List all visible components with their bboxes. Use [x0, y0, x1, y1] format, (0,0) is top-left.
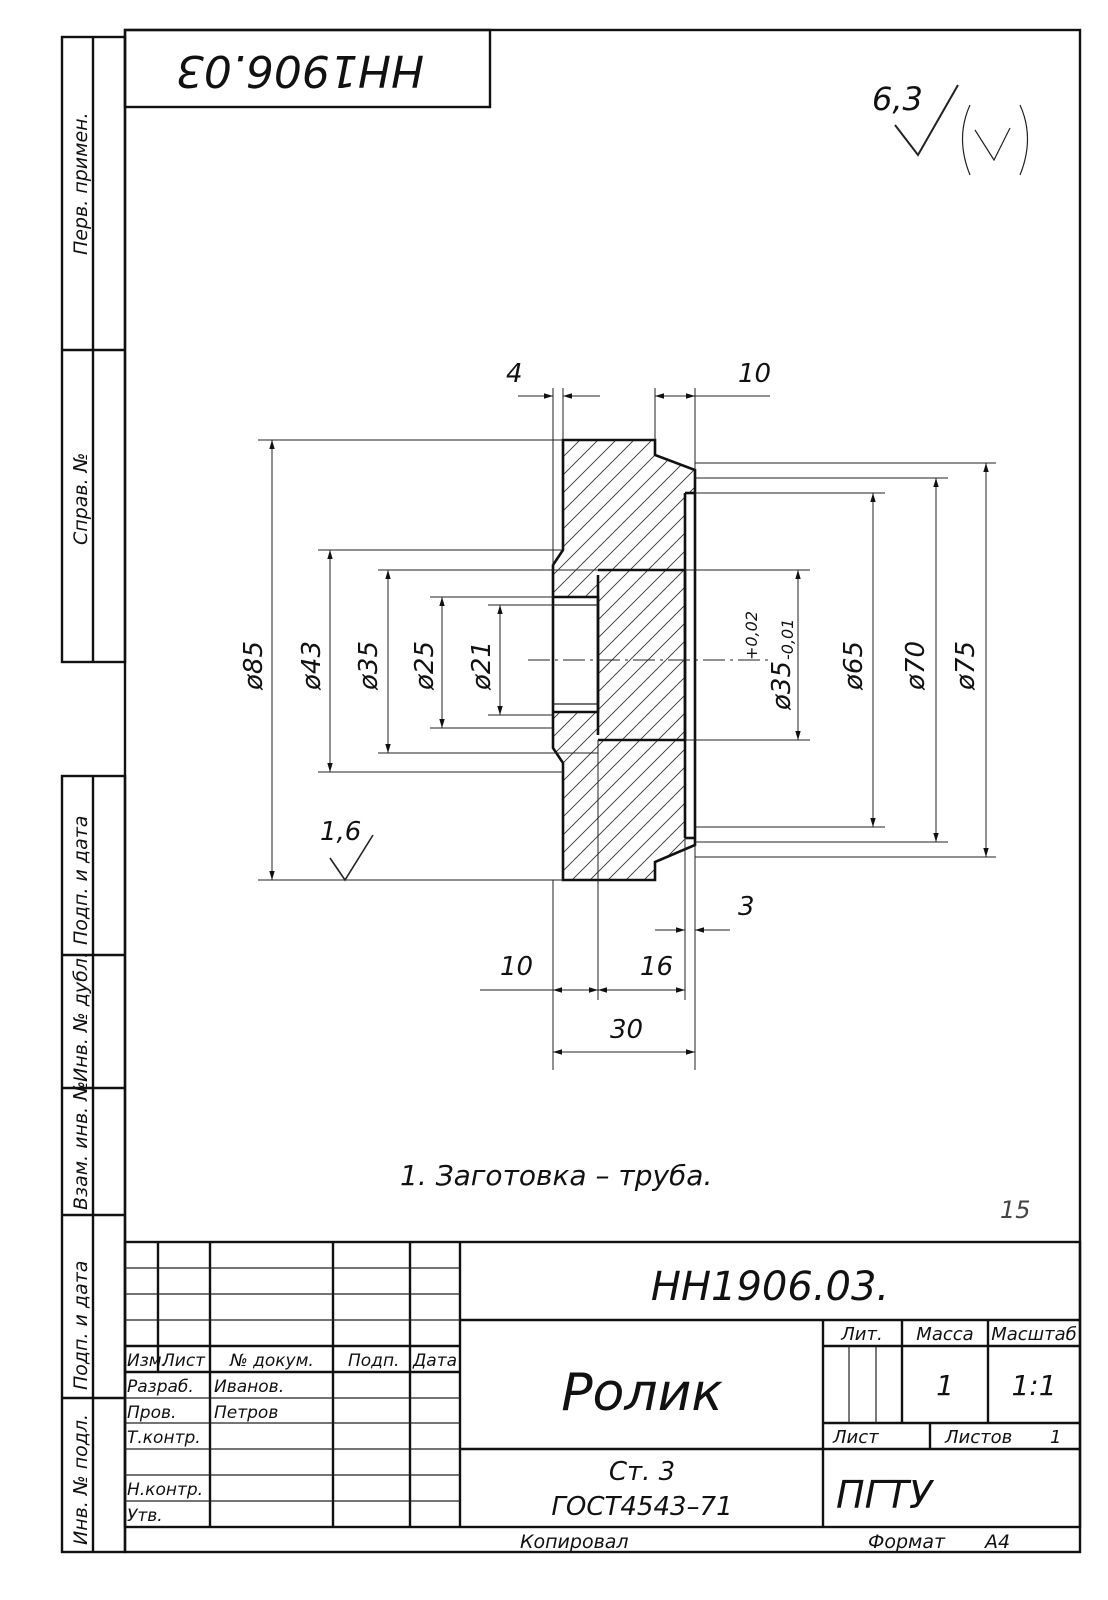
top-stamp-code: НН1906.03: [176, 45, 424, 96]
sheets-value: 1: [1050, 1427, 1061, 1448]
dim-len-16: 16: [640, 952, 673, 982]
mass-value: 1: [936, 1369, 954, 1402]
sheet-label: Лист: [832, 1427, 879, 1448]
check-icon: [974, 127, 1011, 162]
strip-label-podp-2: Подп. и дата: [70, 1261, 92, 1390]
dim-d43: ø43: [297, 641, 327, 691]
sheets-label: Листов: [944, 1427, 1012, 1448]
roughness-general-value: 6,3: [872, 80, 923, 118]
dim-d75: ø75: [951, 641, 981, 691]
scale-value: 1:1: [1011, 1369, 1056, 1402]
dim-d70: ø70: [901, 641, 931, 691]
roughness-surface-value: 1,6: [320, 817, 361, 847]
material-line1: Ст. 3: [609, 1457, 675, 1487]
dim-d35-tol: ø35: [767, 661, 797, 711]
title-block: Изм. Лист № докум. Подп. Дата Разраб. Ив…: [123, 1240, 1082, 1529]
left-diameter-dims: ø85 ø43 ø35 ø25 ø21: [239, 439, 598, 881]
strip-label-sprav: Справ. №: [70, 453, 92, 545]
strip-label-podp-1: Подп. и дата: [70, 816, 92, 945]
dim-len-3: 3: [738, 892, 755, 922]
strip-label-inv-dubl: Инв. № дубл.: [70, 952, 92, 1082]
dim-len-10-bottom: 10: [500, 952, 533, 982]
dim-d25: ø25: [410, 641, 440, 691]
role-name-1: Петров: [214, 1403, 278, 1423]
material-line2: ГОСТ4543–71: [551, 1492, 732, 1522]
organization: ПГТУ: [836, 1473, 935, 1517]
lit-label: Лит.: [840, 1324, 882, 1345]
role-name-0: Иванов.: [214, 1377, 284, 1397]
top-length-dims: 4 10: [506, 359, 771, 565]
dim-d35-tol-lower: -0,01: [778, 619, 797, 660]
strip-label-inv-podl: Инв. № подл.: [70, 1414, 92, 1545]
header-list: Лист: [161, 1351, 206, 1371]
footer-format-value: А4: [983, 1531, 1010, 1553]
header-doc-no: № докум.: [229, 1351, 314, 1371]
dim-d65: ø65: [839, 641, 869, 691]
strip-label-perv: Перв. примен.: [70, 112, 92, 255]
dim-len-10-top: 10: [738, 359, 771, 389]
dim-d21: ø21: [467, 641, 497, 691]
footer-format-label: Формат: [868, 1531, 946, 1553]
role-5: Утв.: [127, 1506, 163, 1526]
header-izm: Изм.: [127, 1351, 167, 1371]
role-4: Н.контр.: [127, 1480, 203, 1500]
strip-label-vzam: Взам. инв. №: [70, 1081, 92, 1210]
hatching: [553, 440, 695, 880]
scale-label: Масштаб: [991, 1324, 1077, 1345]
role-0: Разраб.: [127, 1377, 194, 1397]
technical-note: 1. Заготовка – труба.: [400, 1159, 712, 1192]
side-strip-top: Перв. примен. Справ. №: [60, 35, 127, 664]
dim-d35-tol-upper: +0,02: [742, 611, 761, 660]
handwritten-mark: 15: [1000, 1196, 1031, 1224]
header-sign: Подп.: [348, 1351, 399, 1371]
right-diameter-dims: ø35 +0,02 -0,01 ø65 ø70 ø75: [685, 462, 996, 858]
header-date: Дата: [412, 1351, 457, 1371]
dim-d85: ø85: [239, 641, 269, 691]
doc-code: НН1906.03.: [651, 1264, 889, 1310]
role-1: Пров.: [127, 1403, 176, 1423]
mass-label: Масса: [916, 1324, 973, 1345]
general-roughness: 6,3: [872, 80, 1029, 176]
surface-roughness: 1,6: [320, 817, 374, 882]
top-stamp: НН1906.03: [123, 28, 492, 109]
bottom-length-dims: 3 10 16 30: [480, 740, 755, 1070]
role-2: Т.контр.: [127, 1428, 201, 1448]
side-strip-bottom: Подп. и дата Инв. № дубл. Взам. инв. № П…: [60, 774, 127, 1554]
part-name: Ролик: [561, 1363, 723, 1423]
footer-copied: Копировал: [520, 1531, 629, 1553]
dim-len-30: 30: [610, 1015, 643, 1045]
part-section: [528, 438, 770, 882]
dim-d35: ø35: [354, 641, 384, 691]
dim-len-4: 4: [506, 359, 523, 389]
